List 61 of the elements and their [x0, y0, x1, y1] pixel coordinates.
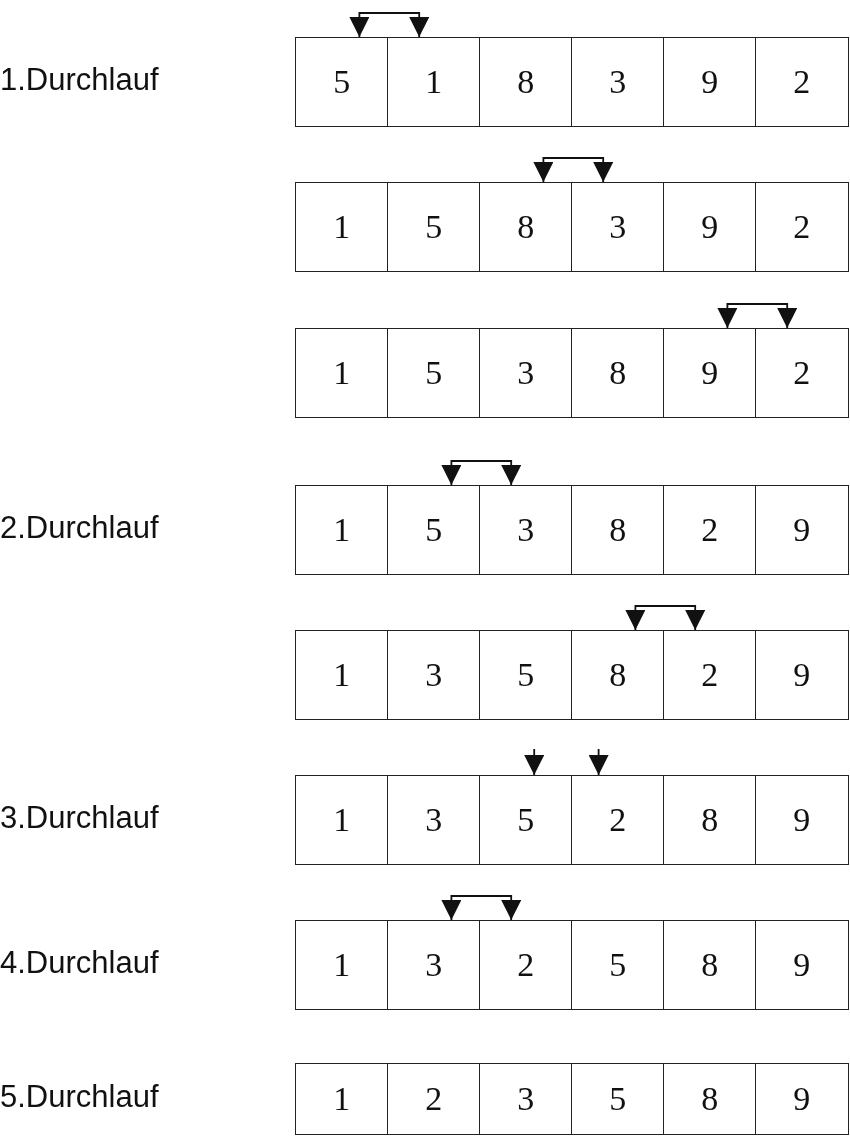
array-cell: 8: [479, 182, 573, 272]
swap-arrow: [349, 12, 430, 38]
pointer-arrow: [524, 748, 545, 776]
array-cell: 3: [387, 775, 481, 865]
array-cell: 5: [571, 1063, 665, 1135]
array-cell: 2: [479, 920, 573, 1010]
array-cell: 1: [295, 920, 389, 1010]
array-cell: 9: [663, 37, 757, 127]
array-cell: 5: [387, 485, 481, 575]
array-cell: 9: [663, 328, 757, 418]
array-cell: 8: [571, 630, 665, 720]
array-cell: 5: [571, 920, 665, 1010]
array-cell: 9: [755, 630, 849, 720]
array-cell: 8: [663, 1063, 757, 1135]
array-cell: 2: [387, 1063, 481, 1135]
array-cell: 2: [663, 485, 757, 575]
array-cell: 2: [571, 775, 665, 865]
array-cell: 2: [755, 37, 849, 127]
swap-arrow: [533, 157, 614, 183]
array-cell: 9: [755, 920, 849, 1010]
pass-label: 2.Durchlauf: [0, 510, 159, 546]
array-cell: 5: [479, 775, 573, 865]
pass-label: 4.Durchlauf: [0, 945, 159, 981]
array-cell: 5: [479, 630, 573, 720]
array-cell: 1: [295, 328, 389, 418]
array-cell: 1: [295, 630, 389, 720]
array-cell: 3: [571, 37, 665, 127]
array-cell: 3: [479, 1063, 573, 1135]
array-cell: 8: [479, 37, 573, 127]
array-cell: 2: [755, 328, 849, 418]
array-cell: 1: [295, 1063, 389, 1135]
pass-label: 3.Durchlauf: [0, 800, 159, 836]
array-cell: 8: [571, 485, 665, 575]
array-cell: 5: [387, 328, 481, 418]
swap-arrow: [441, 895, 522, 921]
array-cell: 2: [663, 630, 757, 720]
array-cell: 9: [663, 182, 757, 272]
swap-arrow: [717, 303, 798, 329]
pointer-arrow: [588, 748, 609, 776]
array-cell: 1: [295, 775, 389, 865]
pass-label: 1.Durchlauf: [0, 62, 159, 98]
array-cell: 3: [479, 485, 573, 575]
array-cell: 9: [755, 775, 849, 865]
array-cell: 1: [295, 182, 389, 272]
array-cell: 3: [387, 630, 481, 720]
array-cell: 5: [295, 37, 389, 127]
array-cell: 8: [663, 920, 757, 1010]
array-cell: 2: [755, 182, 849, 272]
array-cell: 9: [755, 1063, 849, 1135]
array-cell: 9: [755, 485, 849, 575]
array-cell: 5: [387, 182, 481, 272]
array-cell: 3: [479, 328, 573, 418]
array-cell: 8: [571, 328, 665, 418]
swap-arrow: [625, 605, 706, 631]
array-cell: 1: [387, 37, 481, 127]
array-cell: 3: [571, 182, 665, 272]
array-cell: 3: [387, 920, 481, 1010]
pass-label: 5.Durchlauf: [0, 1079, 159, 1115]
swap-arrow: [441, 460, 522, 486]
array-cell: 1: [295, 485, 389, 575]
array-cell: 8: [663, 775, 757, 865]
